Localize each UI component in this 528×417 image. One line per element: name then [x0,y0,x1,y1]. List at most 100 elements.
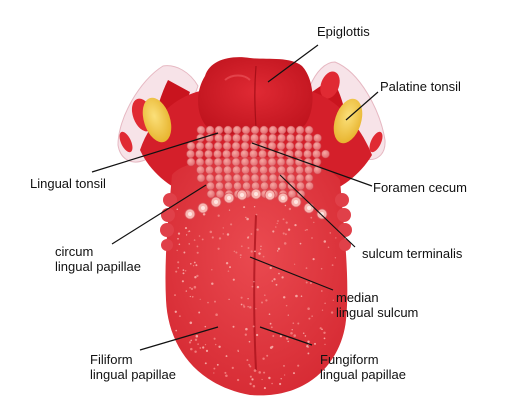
papilla-dot [177,267,179,269]
papilla-dot [218,237,222,240]
lingual-papilla [259,125,269,135]
lingual-papilla [232,165,241,175]
papilla-dot [260,301,264,304]
vallate-papilla-center [294,200,298,204]
lingual-papilla [295,173,305,183]
lingual-papilla [204,149,213,159]
lingual-papilla [321,149,330,159]
leader-foramen-cecum [251,142,373,187]
lingual-papilla [296,181,305,191]
lingual-papilla [295,165,304,175]
lingual-papilla [258,149,267,159]
papilla-dot [276,222,278,225]
lingual-papilla [222,141,232,151]
papilla-dot [269,322,272,325]
papilla-dot [285,221,288,224]
lingual-papilla [213,149,222,159]
lingual-papilla [206,181,215,191]
papilla-dot [177,232,181,235]
papilla-dot [231,366,234,370]
papilla-dot [277,247,281,250]
papilla-dot [185,290,188,292]
lingual-papilla [277,173,287,183]
papilla-dot [213,337,216,340]
papilla-dot [273,278,276,281]
papilla-dot [280,378,282,380]
papilla-dot [287,340,289,343]
circumvallate-papillae-row [184,188,328,220]
lingual-papilla [277,165,286,175]
lingual-papilla [277,125,287,135]
label-palatine-tonsil: Palatine tonsil [380,79,461,94]
label-epiglottis: Epiglottis [317,24,370,39]
papilla-dot [177,261,180,264]
papilla-dot [258,252,261,255]
papilla-dot [247,298,249,300]
papilla-dot [217,247,220,250]
papilla-dot [270,326,273,329]
papilla-dot [324,343,326,346]
papilla-dot [281,276,284,279]
papilla-dot [188,341,192,344]
papilla-dot [320,267,323,270]
lingual-papilla [249,149,258,159]
lingual-papilla [205,165,214,175]
lingual-papilla [214,125,224,135]
papilla-dot [278,272,280,275]
papilla-dot [256,228,259,231]
lingual-papilla [204,141,214,151]
papilla-dot [185,234,188,236]
papilla-dot [258,371,261,374]
label-fungiform-line1: Fungiform [320,352,379,367]
lingual-papilla [295,133,304,143]
papilla-dot [312,258,315,261]
lingual-papilla [232,173,242,183]
lingual-papilla [215,189,225,199]
papilla-dot [176,208,179,211]
papilla-dot [195,264,198,267]
lingual-papilla [241,133,250,143]
papilla-dot [266,354,269,357]
right-palatine-tonsil-shape [333,98,363,144]
papilla-dot [253,369,257,372]
papilla-dot [283,374,286,376]
papilla-dot [187,230,190,233]
lingual-papilla [241,173,251,183]
label-median-sulcum: median lingual sulcum [336,290,418,320]
leader-lingual-tonsil [91,132,219,173]
papilla-dot [193,261,196,264]
papilla-dot [300,295,303,297]
papilla-dot [252,384,256,388]
papilla-dot [193,285,197,289]
papilla-dot [196,245,199,248]
vallate-papilla-center [281,196,285,200]
papilla-dot [190,347,193,351]
papilla-dot [275,283,278,286]
papilla-dot [211,236,214,239]
lingual-papilla [305,181,314,191]
lingual-papilla [259,165,268,175]
lingual-papilla [195,141,205,151]
papilla-dot [205,349,209,352]
papilla-dot [255,308,257,310]
lingual-papilla [259,133,268,143]
papilla-dot [269,266,272,270]
papilla-dot [305,267,308,269]
papilla-dot [222,233,224,235]
papilla-dot [272,230,275,233]
lingual-papilla [294,149,303,159]
papilla-dot [194,276,197,279]
papilla-dot [192,265,195,267]
papilla-dot [251,378,254,381]
vallate-papilla-center [240,193,244,197]
label-circum-line2: lingual papillae [55,259,142,274]
papilla-dot [207,301,209,304]
papilla-dot [213,367,216,370]
lingual-papilla [214,165,223,175]
lateral-edge-bumps [160,193,352,251]
papilla-dot [215,343,217,346]
lingual-papilla [286,173,296,183]
lingual-papilla [223,173,233,183]
vallate-papilla-center [188,212,192,216]
papilla-dot [324,302,326,305]
